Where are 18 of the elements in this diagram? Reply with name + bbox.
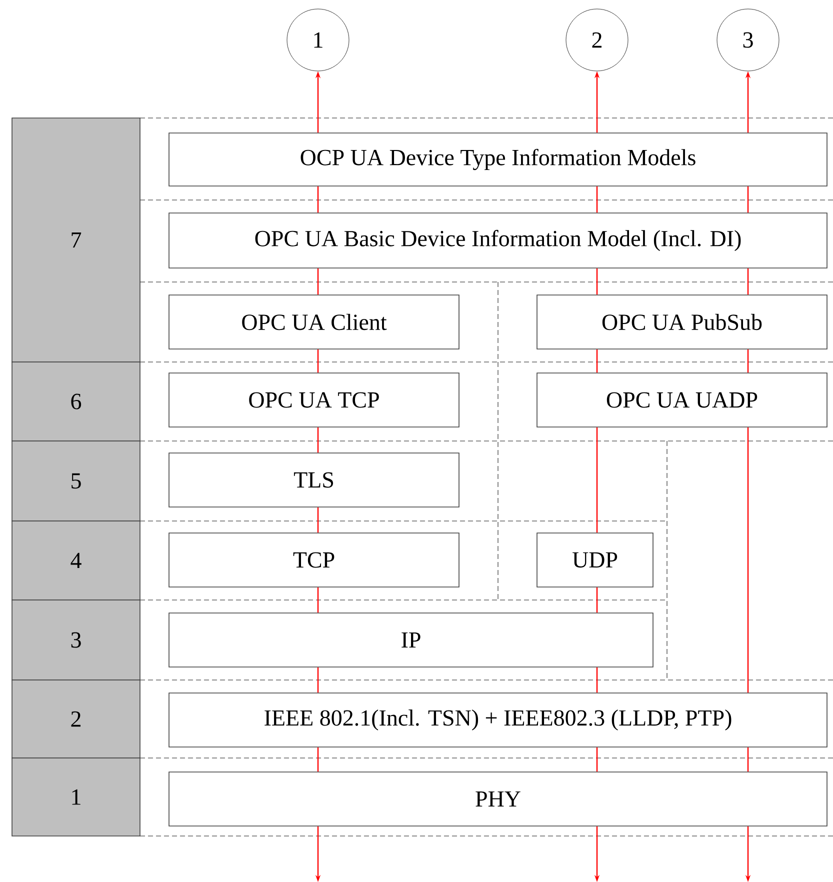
layer-number-box: 1 — [12, 758, 140, 836]
layer-number-box: 5 — [12, 440, 140, 522]
protocol-box: OPC UA UADP — [536, 372, 828, 428]
protocol-box: OPC UA PubSub — [536, 294, 828, 350]
protocol-box: UDP — [536, 532, 654, 588]
protocol-box: PHY — [168, 772, 828, 826]
layer-number-box: 3 — [12, 600, 140, 680]
protocol-box: IP — [168, 612, 654, 668]
layer-number-box: 6 — [12, 362, 140, 442]
protocol-box: TCP — [168, 532, 460, 588]
protocol-box: OPC UA Basic Device Information Model (Incl. DI) — [168, 212, 828, 268]
protocol-box: IEEE 802.1(Incl. TSN) + IEEE802.3 (LLDP, PTP) — [168, 692, 828, 748]
layer-number-box: 2 — [12, 680, 140, 758]
protocol-box: TLS — [168, 452, 460, 508]
protocol-box: OPC UA TCP — [168, 372, 460, 428]
protocol-box: OCP UA Device Type Information Models — [168, 132, 828, 186]
layer-number-box: 4 — [12, 520, 140, 600]
protocol-box: OPC UA Client — [168, 294, 460, 350]
